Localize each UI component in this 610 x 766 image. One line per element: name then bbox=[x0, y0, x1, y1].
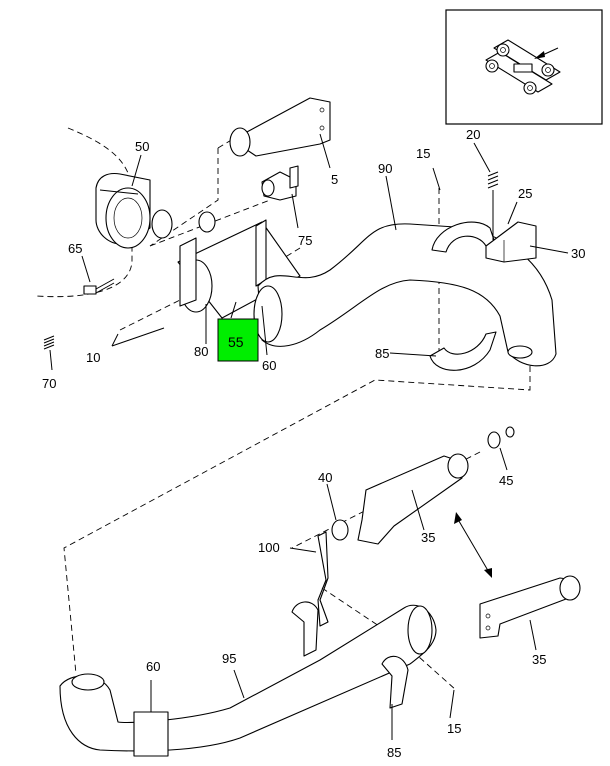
callout-90[interactable]: 90 bbox=[378, 161, 392, 176]
part-90-exhaust-pipe bbox=[253, 223, 557, 367]
part-65-bolt-icon bbox=[83, 278, 115, 295]
callout-80[interactable]: 80 bbox=[194, 344, 208, 359]
part-75-clamp bbox=[198, 165, 299, 233]
part-15-strap-upper bbox=[429, 221, 497, 371]
callout-85-top[interactable]: 85 bbox=[375, 346, 389, 361]
part-5-bracket-upper bbox=[229, 97, 331, 157]
callout-labels: 50 5 75 90 15 20 25 30 65 10 70 80 55 60… bbox=[42, 127, 585, 760]
callout-75[interactable]: 75 bbox=[298, 233, 312, 248]
callout-30[interactable]: 30 bbox=[571, 246, 585, 261]
callout-85-bottom[interactable]: 85 bbox=[387, 745, 401, 760]
callout-60-top[interactable]: 60 bbox=[262, 358, 276, 373]
callout-25[interactable]: 25 bbox=[518, 186, 532, 201]
part-30-bracket bbox=[485, 221, 537, 263]
callout-15-top[interactable]: 15 bbox=[416, 146, 430, 161]
part-20-spring-icon bbox=[487, 171, 499, 240]
callout-5[interactable]: 5 bbox=[331, 172, 338, 187]
chassis-thumbnail-icon bbox=[485, 39, 561, 95]
part-55-flex-pipe bbox=[177, 219, 301, 319]
callout-35-right[interactable]: 35 bbox=[532, 652, 546, 667]
callout-100[interactable]: 100 bbox=[258, 540, 280, 555]
part-95-lower-pipe bbox=[59, 601, 437, 757]
callout-50[interactable]: 50 bbox=[135, 139, 149, 154]
callout-10[interactable]: 10 bbox=[86, 350, 100, 365]
callout-40[interactable]: 40 bbox=[318, 470, 332, 485]
callout-35-lower[interactable]: 35 bbox=[421, 530, 435, 545]
part-100-hanger bbox=[317, 531, 329, 627]
callout-20[interactable]: 20 bbox=[466, 127, 480, 142]
callout-45[interactable]: 45 bbox=[499, 473, 513, 488]
callout-15-bottom[interactable]: 15 bbox=[447, 721, 461, 736]
callout-70[interactable]: 70 bbox=[42, 376, 56, 391]
callout-55[interactable]: 55 bbox=[228, 334, 244, 350]
callout-95[interactable]: 95 bbox=[222, 651, 236, 666]
locator-inset bbox=[445, 9, 603, 125]
part-35-bracket-lower bbox=[331, 426, 515, 545]
part-55-highlight[interactable] bbox=[217, 318, 259, 362]
direction-arrow-icon bbox=[454, 512, 492, 578]
callout-60-bottom[interactable]: 60 bbox=[146, 659, 160, 674]
part-50-muffler-end bbox=[95, 172, 173, 249]
callout-65[interactable]: 65 bbox=[68, 241, 82, 256]
part-70-spring-icon bbox=[43, 335, 55, 350]
location-arrow-icon bbox=[534, 47, 559, 59]
part-35-bracket-right bbox=[479, 575, 581, 639]
leader-lines bbox=[49, 133, 569, 740]
